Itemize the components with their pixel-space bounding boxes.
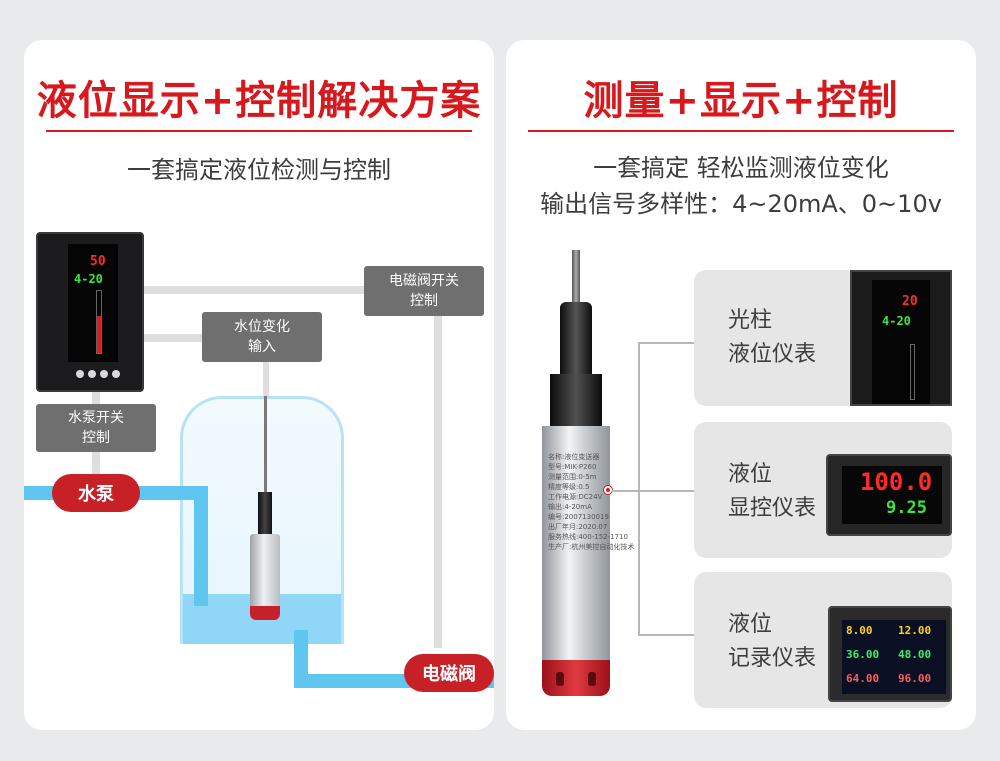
feature-line1: 液位: [728, 462, 773, 487]
feature1-red-value: 20: [902, 294, 918, 309]
right-subtitle-line1: 一套搞定 轻松监测液位变化: [593, 154, 889, 182]
meter-button[interactable]: [76, 370, 84, 378]
feature-recorder: 液位 记录仪表 8.00 12.00 36.00 48.00 64.00 96.…: [694, 572, 952, 708]
feature2-green-value: 9.25: [886, 498, 927, 518]
sensor-tip: [250, 606, 280, 620]
recorder-value: 12.00: [898, 624, 932, 637]
connector-line: [638, 342, 694, 344]
recorder-value: 48.00: [898, 648, 932, 661]
pump-switch-label: 水泵开关 控制: [36, 404, 156, 452]
connector-line: [638, 342, 640, 636]
meter-mid-value: 4-20: [74, 272, 103, 286]
water-pipe: [194, 486, 208, 606]
sensor-engraving-line: 名称:液位变送器: [548, 453, 600, 461]
right-card: 测量+显示+控制 一套搞定 轻松监测液位变化 输出信号多样性：4~20mA、0~…: [506, 40, 976, 730]
meter-screen: 50 4-20: [68, 244, 118, 362]
left-title-rule: [46, 130, 472, 132]
left-card: 液位显示+控制解决方案 一套搞定液位检测与控制 50 4-20 电磁阀开关 控制…: [24, 40, 494, 730]
sensor-engraving-line: 精度等级:0.5: [548, 483, 590, 491]
feature-line2: 液位仪表: [728, 342, 817, 367]
callout-dot: [604, 486, 612, 494]
recorder-value: 96.00: [898, 672, 932, 685]
recorder-value: 64.00: [846, 672, 880, 685]
display-controller-image: 100.0 9.25: [826, 454, 952, 536]
valve-badge: 电磁阀: [404, 654, 494, 692]
water-pipe: [294, 630, 308, 688]
recorder-value: 36.00: [846, 648, 880, 661]
level-transmitter: [542, 426, 610, 662]
right-subtitle-line2: 输出信号多样性：4~20mA、0~10v: [540, 190, 942, 218]
left-subtitle: 一套搞定液位检测与控制: [127, 156, 391, 184]
meter-button[interactable]: [112, 370, 120, 378]
left-title: 液位显示+控制解决方案: [36, 78, 482, 124]
feature-line2: 记录仪表: [728, 646, 817, 671]
sensor-collar: [550, 374, 602, 430]
sensor-red-tip: [542, 660, 610, 696]
right-title-rule: [528, 130, 954, 132]
recorder-value: 8.00: [846, 624, 873, 637]
signal-line: [263, 358, 269, 398]
signal-line: [92, 450, 100, 474]
sensor-neck: [258, 492, 272, 536]
feature-line1: 液位: [728, 612, 773, 637]
sensor-engraving-line: 测量范围:0-5m: [548, 473, 597, 481]
recorder-image: 8.00 12.00 36.00 48.00 64.00 96.00: [828, 606, 952, 702]
connector-line: [638, 634, 694, 636]
signal-line: [434, 316, 442, 648]
meter-top-value: 50: [90, 254, 106, 269]
feature-line1: 光柱: [728, 308, 773, 333]
signal-line: [92, 388, 100, 410]
valve-switch-label: 电磁阀开关 控制: [364, 266, 484, 316]
sensor-neck: [560, 302, 592, 382]
feature-line2: 显控仪表: [728, 496, 817, 521]
right-title: 测量+显示+控制: [583, 78, 899, 124]
pump-badge: 水泵: [52, 474, 140, 512]
signal-line: [142, 286, 442, 294]
level-input-label: 水位变化 输入: [202, 312, 322, 362]
meter-button[interactable]: [100, 370, 108, 378]
connector-line: [612, 490, 694, 492]
feature2-red-value: 100.0: [860, 468, 933, 496]
meter-button[interactable]: [88, 370, 96, 378]
meter-bar: [96, 290, 102, 354]
sensor-cable: [264, 396, 267, 494]
sensor-engraving-line: 生产厂:杭州美控自动化技术: [548, 543, 635, 551]
bargraph-meter-image: 20 4-20: [850, 270, 952, 406]
level-sensor-small: [250, 534, 280, 608]
sensor-engraving-line: 出厂年月:2020.07: [548, 523, 608, 531]
bar-graph-meter: 50 4-20: [36, 232, 144, 392]
feature1-green-value: 4-20: [882, 314, 911, 328]
signal-line: [142, 334, 206, 342]
feature-bargraph-meter: 光柱 液位仪表 20 4-20: [694, 270, 952, 406]
sensor-engraving-line: 编号:2007130019: [548, 513, 609, 521]
sensor-engraving-line: 服务热线:400-152-1710: [548, 533, 628, 541]
sensor-cable: [572, 250, 580, 310]
sensor-engraving-line: 工作电源:DC24V: [548, 493, 603, 501]
sensor-engraving-line: 输出:4-20mA: [548, 503, 592, 511]
meter-bar-fill: [97, 315, 101, 353]
sensor-engraving-line: 型号:MIK-P260: [548, 463, 597, 471]
feature-display-controller: 液位 显控仪表 100.0 9.25: [694, 422, 952, 558]
